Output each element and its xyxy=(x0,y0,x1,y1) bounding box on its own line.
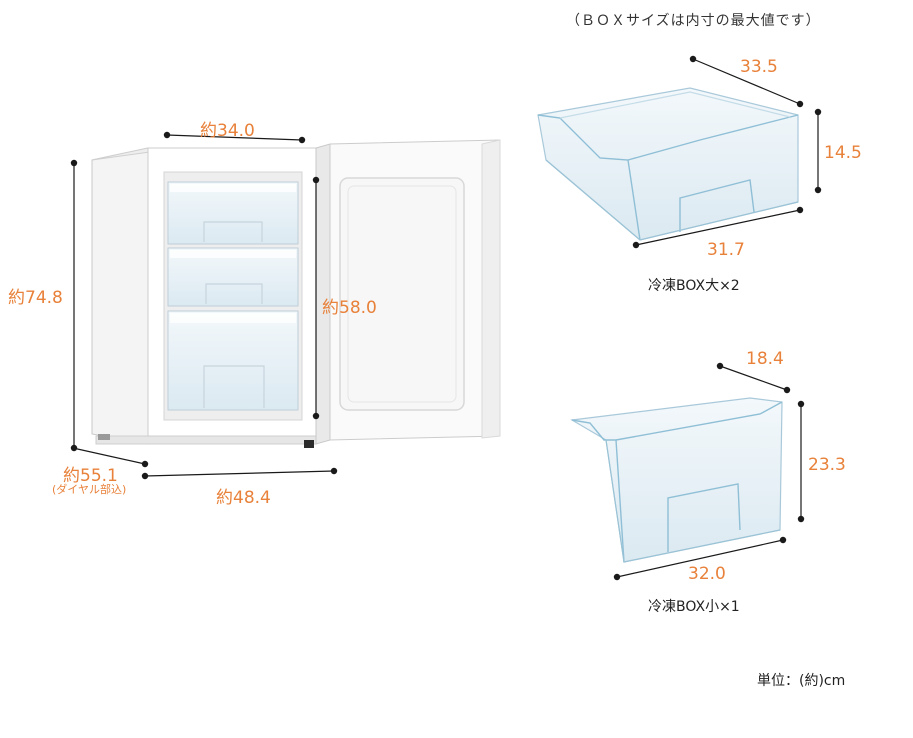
box-small-dimension-lines xyxy=(616,365,802,578)
box-large-caption: 冷凍BOX大×2 xyxy=(648,278,740,294)
freezer-door-open-label: 約48.4 xyxy=(216,488,271,508)
unit-note: 単位：(約)cm xyxy=(757,673,846,689)
freezer-door-height-label: 約58.0 xyxy=(322,298,377,318)
box-small-dimension-endpoints xyxy=(613,362,805,581)
freezer-depth-note: (ダイヤル部込) xyxy=(52,483,127,496)
freezer-width-label: 約34.0 xyxy=(200,121,255,141)
box-large-dimension-lines xyxy=(635,58,819,246)
freezer-drawer-bottom xyxy=(167,310,299,411)
box-large-illustration xyxy=(537,87,799,241)
box-small-depth-label: 18.4 xyxy=(746,349,784,369)
box-small-width-label: 32.0 xyxy=(688,564,726,584)
freezer-drawer-middle xyxy=(167,247,299,307)
freezer-dimension-lines xyxy=(72,134,335,477)
box-large-width-label: 31.7 xyxy=(707,240,745,260)
freezer-drawer-top xyxy=(167,181,299,245)
box-small-caption: 冷凍BOX小×1 xyxy=(648,599,740,615)
freezer-height-label: 約74.8 xyxy=(8,288,63,308)
box-large-height-label: 14.5 xyxy=(824,143,862,163)
box-size-note: （ＢＯＸサイズは内寸の最大値です） xyxy=(566,13,821,29)
box-small-illustration xyxy=(570,397,783,563)
freezer-illustration xyxy=(91,139,501,448)
freezer-depth-label: 約55.1 xyxy=(63,466,118,486)
box-large-dimension-endpoints xyxy=(632,55,822,249)
box-small-height-label: 23.3 xyxy=(808,455,846,475)
box-large-depth-label: 33.5 xyxy=(740,57,778,77)
freezer-dimension-endpoints xyxy=(70,131,338,480)
